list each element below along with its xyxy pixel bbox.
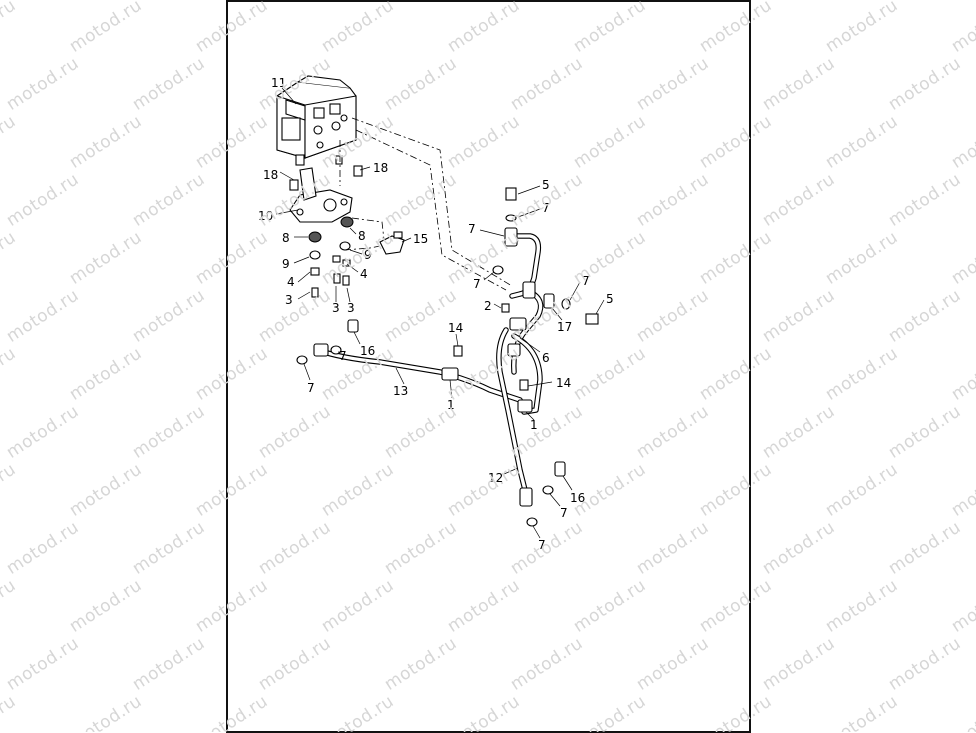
callout-17: 17 xyxy=(557,320,572,334)
callout-4: 4 xyxy=(287,275,295,289)
callout-14: 14 xyxy=(556,376,571,390)
callout-7: 7 xyxy=(538,538,546,552)
callout-7: 7 xyxy=(307,381,315,395)
abs-module xyxy=(276,75,357,159)
callout-9: 9 xyxy=(364,248,372,262)
diagram-frame xyxy=(226,0,751,733)
sensor xyxy=(379,231,405,255)
callout-15: 15 xyxy=(413,232,428,246)
callout-13: 13 xyxy=(393,384,408,398)
callout-18: 18 xyxy=(263,168,278,182)
bolts-18 xyxy=(289,154,363,191)
callout-5: 5 xyxy=(606,292,614,306)
callout-7: 7 xyxy=(542,201,550,215)
callout-11: 11 xyxy=(271,76,286,90)
callout-1: 1 xyxy=(447,398,455,412)
callout-18: 18 xyxy=(373,161,388,175)
callout-4: 4 xyxy=(360,267,368,281)
assembly-leaders xyxy=(339,117,513,291)
callout-12: 12 xyxy=(488,471,503,485)
callout-1: 1 xyxy=(530,418,538,432)
callout-7: 7 xyxy=(560,506,568,520)
callout-7: 7 xyxy=(468,222,476,236)
callout-7: 7 xyxy=(339,349,347,363)
callout-3: 3 xyxy=(285,293,293,307)
callout-leaders xyxy=(275,87,605,539)
callout-8: 8 xyxy=(358,229,366,243)
callout-5: 5 xyxy=(542,178,550,192)
callout-14: 14 xyxy=(448,321,463,335)
callout-16: 16 xyxy=(360,344,375,358)
bracket xyxy=(289,167,353,223)
callout-16: 16 xyxy=(570,491,585,505)
callout-9: 9 xyxy=(282,257,290,271)
callout-2: 2 xyxy=(484,299,492,313)
callout-8: 8 xyxy=(282,231,290,245)
brake-lines xyxy=(296,187,599,527)
callout-10: 10 xyxy=(258,209,273,223)
callout-3: 3 xyxy=(347,301,355,315)
callout-7: 7 xyxy=(473,277,481,291)
grommet-stacks xyxy=(308,216,354,298)
callout-3: 3 xyxy=(332,301,340,315)
callout-6: 6 xyxy=(542,351,550,365)
callout-7: 7 xyxy=(582,274,590,288)
